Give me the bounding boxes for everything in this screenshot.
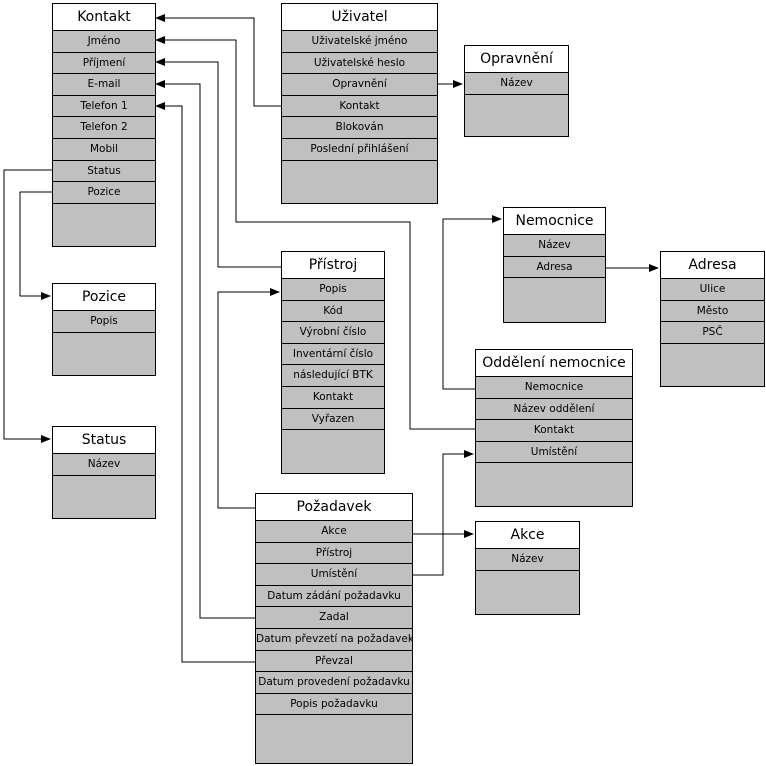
- field-akce: Akce: [256, 521, 412, 543]
- link-oddeleni-nemocnice: [442, 215, 502, 390]
- entity-title: Opravnění: [465, 46, 568, 73]
- field-datum-prevzeti-na-pozadavek: Datum převzetí na požadavek: [256, 629, 412, 651]
- field-prevzal: Převzal: [256, 651, 412, 673]
- entity-title: Status: [53, 427, 155, 454]
- field-opravneni: Opravnění: [282, 74, 437, 96]
- field-blokovan: Blokován: [282, 117, 437, 139]
- entity-title: Požadavek: [256, 494, 412, 521]
- field-jmeno: Jméno: [53, 31, 155, 53]
- field-nazev: Název: [53, 454, 155, 476]
- field-kod: Kód: [282, 301, 384, 323]
- entity-title: Akce: [476, 522, 579, 549]
- field-kontakt: Kontakt: [282, 96, 437, 118]
- field-mobil: Mobil: [53, 139, 155, 161]
- field-telefon-1: Telefon 1: [53, 96, 155, 118]
- entity-title: Adresa: [661, 252, 764, 279]
- field-umisteni: Umístění: [476, 442, 632, 464]
- field-psc: PSČ: [661, 322, 764, 344]
- field-posledni-prihlaseni: Poslední přihlášení: [282, 139, 437, 161]
- field-nazev: Název: [465, 73, 568, 95]
- field-popis: Popis: [53, 311, 155, 333]
- link-oddeleni-kontakt: [155, 36, 475, 430]
- field-kontakt: Kontakt: [282, 387, 384, 409]
- field-inventarni-cislo: Inventární číslo: [282, 344, 384, 366]
- link-pozadavek-prevzal: [155, 102, 255, 663]
- field-uzivatelske-heslo: Uživatelské heslo: [282, 53, 437, 75]
- field-mesto: Město: [661, 301, 764, 323]
- field-popis-pozadavku: Popis požadavku: [256, 694, 412, 716]
- field-nazev: Název: [476, 549, 579, 571]
- field-nazev-oddeleni: Název oddělení: [476, 399, 632, 421]
- field-vyrazen: Vyřazen: [282, 409, 384, 431]
- field-vyrobni-cislo: Výrobní číslo: [282, 322, 384, 344]
- field-datum-zadani-pozadavku: Datum zádání požadavku: [256, 586, 412, 608]
- entity-title: Přístroj: [282, 252, 384, 279]
- field-uzivatelske-jmeno: Uživatelské jméno: [282, 31, 437, 53]
- field-pozice: Pozice: [53, 182, 155, 204]
- link-kontakt-status: [3, 169, 52, 443]
- field-popis: Popis: [282, 279, 384, 301]
- field-nazev: Název: [504, 235, 605, 257]
- entity-title: Nemocnice: [504, 208, 605, 235]
- link-pozadavek-pristroj: [217, 288, 280, 509]
- field-telefon-2: Telefon 2: [53, 117, 155, 139]
- link-pozadavek-zadal: [155, 80, 255, 619]
- entity-title: Kontakt: [53, 4, 155, 31]
- field-status: Status: [53, 161, 155, 183]
- field-nemocnice: Nemocnice: [476, 377, 632, 399]
- link-uzivatel-kontakt: [155, 14, 281, 107]
- field-zadal: Zadal: [256, 607, 412, 629]
- field-umisteni: Umístění: [256, 564, 412, 586]
- field-ulice: Ulice: [661, 279, 764, 301]
- field-pristroj: Přístroj: [256, 543, 412, 565]
- field-nasledujici-btk: následující BTK: [282, 365, 384, 387]
- entity-title: Uživatel: [282, 4, 437, 31]
- link-pristroj-kontakt: [155, 58, 281, 268]
- entity-title: Pozice: [53, 284, 155, 311]
- field-prijmeni: Příjmení: [53, 53, 155, 75]
- field-kontakt: Kontakt: [476, 420, 632, 442]
- link-kontakt-pozice: [19, 191, 52, 300]
- field-adresa: Adresa: [504, 257, 605, 279]
- field-e-mail: E-mail: [53, 74, 155, 96]
- field-datum-provedeni-pozadavku: Datum provedení požadavku: [256, 672, 412, 694]
- link-pozadavek-oddeleni: [412, 450, 474, 576]
- entity-title: Oddělení nemocnice: [476, 350, 632, 377]
